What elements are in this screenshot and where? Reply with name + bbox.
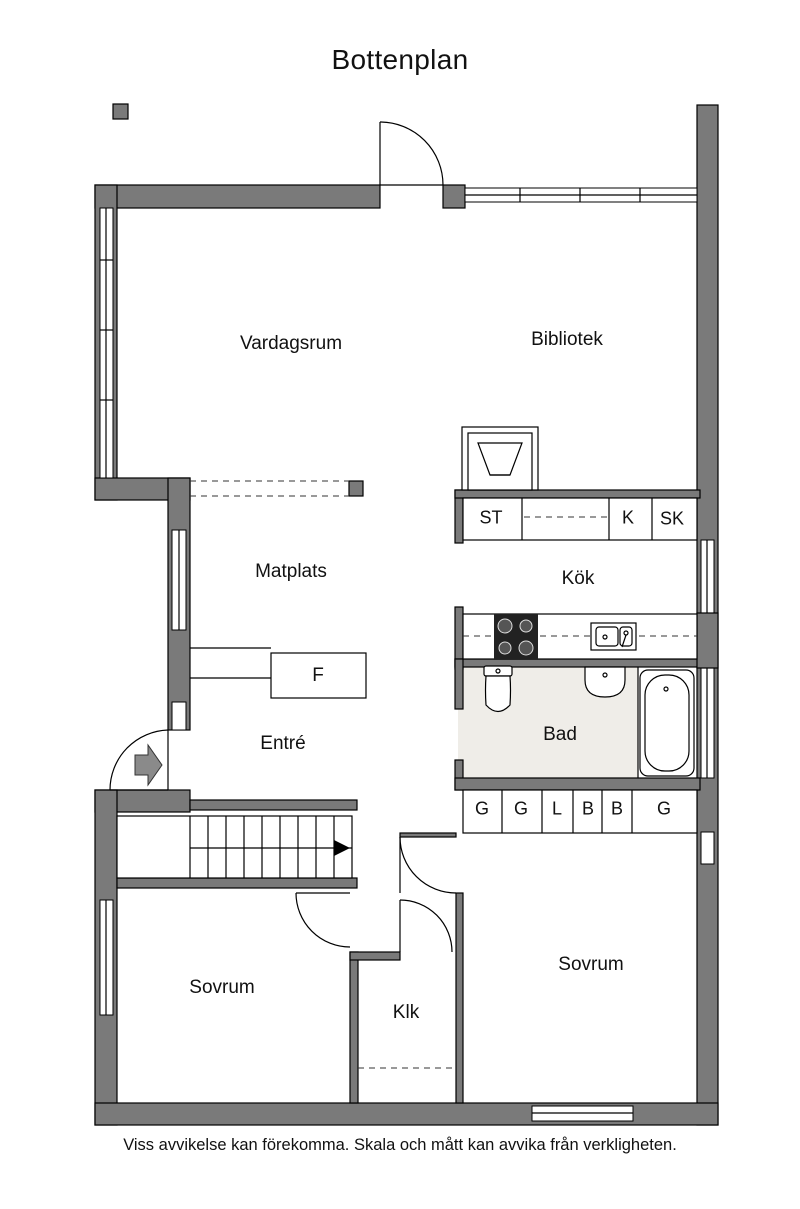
window-right-sovrum — [700, 831, 715, 865]
room-label-matplats: Matplats — [255, 561, 327, 582]
wall-sovrum-right — [455, 892, 464, 1104]
cabinet-label-st: ST — [479, 507, 503, 528]
window-left-entre — [171, 701, 187, 731]
corner-square — [112, 103, 129, 120]
room-label-vardagsrum: Vardagsrum — [239, 333, 343, 354]
closet-label: L — [551, 798, 563, 819]
wall-kok-right — [696, 612, 719, 669]
closet-label: G — [513, 798, 529, 819]
wall-bad-bottom — [454, 777, 701, 791]
entrance-arrow-icon — [134, 743, 163, 787]
wall-kitchen-back — [454, 489, 701, 499]
door-sovrum-left — [295, 892, 351, 948]
windows — [99, 187, 715, 1122]
stove-icon — [494, 614, 538, 659]
sink-icon — [590, 622, 637, 651]
page-title: Bottenplan — [331, 44, 469, 75]
fridge-label: F — [312, 665, 324, 686]
toilet-icon — [483, 665, 513, 713]
staircase — [116, 815, 353, 879]
wall-sovrum-top — [399, 832, 457, 838]
fridge — [190, 647, 367, 699]
cabinet-label-k: K — [621, 507, 635, 528]
wall-klk-top — [349, 951, 401, 961]
closet-label: G — [656, 798, 672, 819]
stair-direction-arrow-icon — [334, 840, 350, 856]
wall-stair-bottom — [116, 877, 358, 889]
disclaimer-text: Viss avvikelse kan förekomma. Skala och … — [123, 1136, 677, 1154]
closet-label: B — [581, 798, 595, 819]
kitchen-counter-upper — [462, 497, 698, 541]
room-label-kok: Kök — [561, 568, 595, 589]
room-label-sovrum-left: Sovrum — [189, 977, 255, 998]
washbasin-icon — [584, 666, 626, 698]
room-label-sovrum-right: Sovrum — [558, 954, 624, 975]
fireplace-icon — [461, 426, 539, 491]
interior-walls — [116, 799, 464, 1104]
column-square — [348, 480, 364, 497]
closet-label: G — [474, 798, 490, 819]
closets-row — [462, 789, 698, 834]
room-label-bibliotek: Bibliotek — [531, 329, 603, 350]
room-label-entre: Entré — [260, 733, 306, 754]
door-top — [379, 121, 444, 186]
room-label-klk: Klk — [392, 1002, 420, 1023]
door-klk — [399, 899, 453, 953]
wall-top-right-stub — [442, 184, 466, 209]
kitchen-counter-lower — [462, 613, 698, 660]
cabinet-label-sk: SK — [659, 508, 685, 529]
wall-klk-left — [349, 951, 359, 1104]
door-entre — [109, 729, 169, 791]
wall-bad-left — [454, 658, 464, 710]
bathtub-icon — [639, 669, 695, 777]
door-sovrum-right — [399, 836, 457, 894]
wall-stair-top — [189, 799, 358, 811]
room-label-bad: Bad — [543, 724, 577, 745]
closet-label: B — [610, 798, 624, 819]
wall-top-left — [94, 184, 381, 209]
